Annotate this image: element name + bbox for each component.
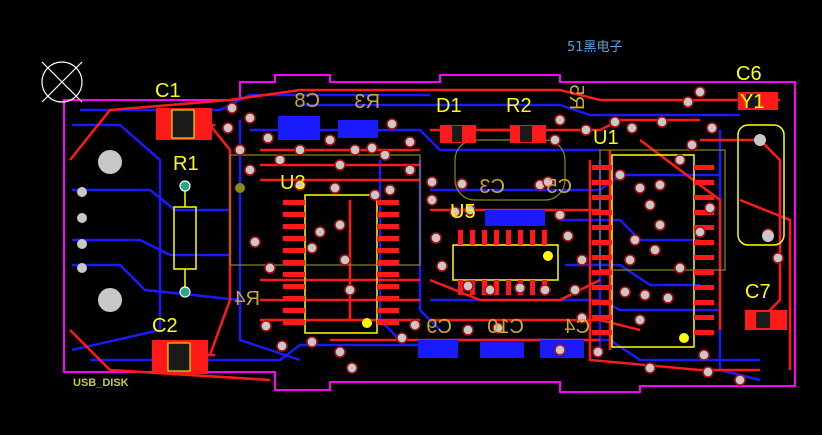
- ref-c5: C5: [546, 176, 572, 198]
- watermark-title: 51黑电子: [567, 40, 623, 55]
- usb-connector: [77, 150, 122, 312]
- ref-u3: U3: [280, 172, 306, 194]
- origin-target-icon: [41, 61, 83, 103]
- ref-c2: C2: [152, 315, 178, 337]
- ref-c1: C1: [155, 80, 181, 102]
- u5-outline: [452, 244, 559, 281]
- ref-c7: C7: [745, 281, 771, 303]
- ref-r1: R1: [173, 153, 199, 175]
- y1-outline: [737, 124, 785, 246]
- board-label: USB_DISK: [73, 377, 129, 389]
- ref-c8: C8: [294, 90, 320, 112]
- ref-u5: U5: [450, 201, 476, 223]
- u1-outline: [611, 154, 695, 348]
- y1-pads: [754, 134, 774, 242]
- ref-r5: R5: [565, 84, 587, 110]
- ref-r2: R2: [506, 95, 532, 117]
- ref-c9: C9: [426, 316, 452, 338]
- vias: [222, 86, 784, 386]
- pin1-markers: [362, 251, 689, 343]
- ref-r4: R4: [234, 288, 260, 310]
- u3-pins: [283, 200, 399, 325]
- silkscreen-layer: [173, 124, 785, 348]
- ref-d1: D1: [436, 95, 462, 117]
- mounting-marks: [235, 183, 245, 193]
- r1-body: [173, 206, 197, 270]
- ic-pins: [283, 165, 714, 335]
- ref-y1: Y1: [740, 91, 764, 113]
- r1-pads: [179, 180, 191, 298]
- u1-pins: [592, 165, 714, 335]
- ref-c4: C4: [564, 316, 590, 338]
- board-outline: [63, 74, 796, 393]
- bottom-refs: C8 R3 C3 C5 R4 C9 C10 C4 R5: [234, 84, 590, 338]
- ref-u1: U1: [593, 127, 619, 149]
- ref-c3: C3: [479, 176, 505, 198]
- ref-c10: C10: [487, 316, 524, 338]
- ref-c6: C6: [736, 63, 762, 85]
- ref-r3: R3: [354, 91, 380, 113]
